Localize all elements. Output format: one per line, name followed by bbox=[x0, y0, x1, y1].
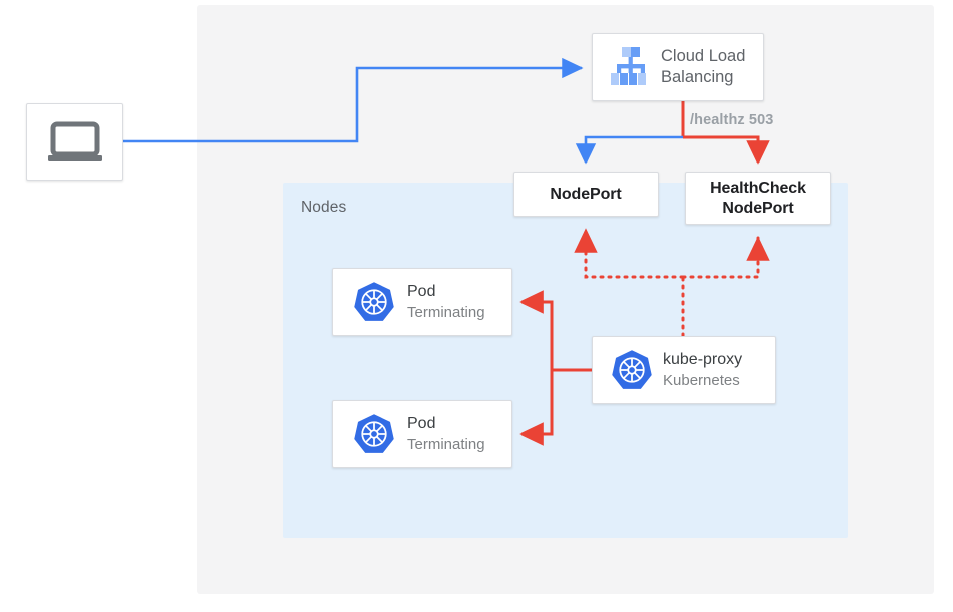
pod-1-title: Pod bbox=[407, 283, 436, 301]
edge-kubeproxy-to-healthcheck-nodeport bbox=[681, 236, 770, 279]
cloud-load-balancing-title-line1: Cloud Load bbox=[661, 46, 746, 65]
client-card bbox=[26, 103, 123, 181]
pod-card-2: Pod Terminating bbox=[332, 400, 512, 468]
kubernetes-icon bbox=[333, 281, 407, 323]
cloud-load-balancing-title-line2: Balancing bbox=[661, 68, 734, 86]
healthcheck-nodeport-label-line1: HealthCheck bbox=[710, 179, 806, 197]
nodeport-label: NodePort bbox=[550, 185, 622, 203]
edge-healthz-to-healthcheck-nodeport bbox=[683, 135, 770, 165]
nodeport-card: NodePort bbox=[513, 172, 659, 217]
pod-2-title: Pod bbox=[407, 415, 436, 433]
kube-proxy-subtitle: Kubernetes bbox=[663, 371, 740, 389]
kube-proxy-label: kube-proxy Kubernetes bbox=[663, 350, 742, 390]
cloud-load-balancing-card: Cloud Load Balancing bbox=[592, 33, 764, 101]
healthcheck-nodeport-label-line2: NodePort bbox=[722, 199, 794, 217]
cloud-load-balancing-icon bbox=[593, 46, 661, 88]
pod-2-label: Pod Terminating bbox=[407, 414, 485, 454]
healthz-edge-label: /healthz 503 bbox=[690, 112, 774, 128]
pod-card-1: Pod Terminating bbox=[332, 268, 512, 336]
pod-2-status: Terminating bbox=[407, 435, 485, 453]
laptop-icon bbox=[47, 121, 103, 163]
edge-kubeproxy-to-pod-2 bbox=[519, 368, 592, 446]
healthcheck-nodeport-card: HealthCheck NodePort bbox=[685, 172, 831, 225]
edge-loadbalancer-to-nodeport bbox=[575, 135, 683, 165]
edge-kubeproxy-to-pod-1 bbox=[519, 290, 592, 372]
edge-kubeproxy-to-nodeport bbox=[574, 228, 685, 279]
kube-proxy-card: kube-proxy Kubernetes bbox=[592, 336, 776, 404]
kube-proxy-title: kube-proxy bbox=[663, 351, 743, 369]
kubernetes-icon bbox=[593, 349, 663, 391]
pod-1-status: Terminating bbox=[407, 303, 485, 321]
pod-1-label: Pod Terminating bbox=[407, 282, 485, 322]
kubernetes-icon bbox=[333, 413, 407, 455]
nodes-panel-label: Nodes bbox=[301, 199, 347, 216]
edge-client-to-loadbalancer bbox=[123, 57, 584, 143]
cloud-load-balancing-label: Cloud Load Balancing bbox=[661, 46, 745, 88]
healthcheck-nodeport-label: HealthCheck NodePort bbox=[686, 179, 830, 219]
